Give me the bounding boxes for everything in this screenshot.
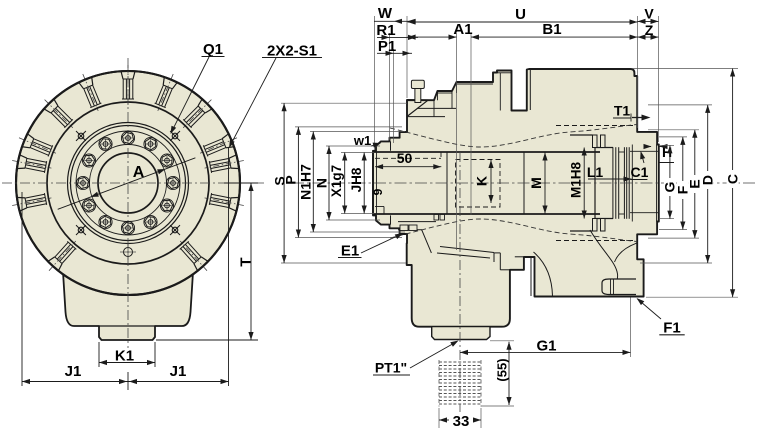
svg-text:K: K [474, 176, 490, 186]
svg-text:G: G [662, 181, 678, 192]
svg-text:Q1: Q1 [203, 41, 223, 58]
svg-text:W: W [378, 5, 393, 22]
svg-text:M: M [528, 177, 544, 189]
svg-text:50: 50 [397, 150, 413, 166]
svg-text:w1: w1 [353, 133, 371, 148]
svg-text:JH8: JH8 [349, 167, 364, 192]
svg-text:C1: C1 [631, 164, 649, 180]
svg-text:D: D [700, 175, 716, 185]
svg-text:F: F [675, 185, 691, 194]
svg-text:T1: T1 [614, 103, 631, 119]
svg-text:F1: F1 [663, 320, 681, 337]
svg-text:Z: Z [645, 22, 654, 38]
svg-text:B1: B1 [542, 21, 561, 38]
svg-text:J1: J1 [65, 363, 82, 380]
svg-text:C: C [725, 174, 741, 184]
svg-text:G1: G1 [536, 338, 556, 355]
svg-text:R1: R1 [376, 22, 395, 39]
svg-text:2X2-S1: 2X2-S1 [267, 43, 317, 60]
svg-text:9: 9 [371, 188, 385, 195]
svg-text:T: T [238, 257, 255, 266]
svg-text:E: E [687, 179, 703, 188]
svg-text:N: N [314, 178, 330, 188]
svg-text:E1: E1 [341, 243, 359, 260]
svg-text:N1H7: N1H7 [298, 164, 314, 200]
svg-text:V: V [644, 6, 654, 22]
svg-text:PT1": PT1" [375, 360, 407, 376]
svg-text:H: H [662, 144, 672, 160]
svg-text:P1: P1 [378, 38, 396, 55]
svg-text:L1: L1 [587, 164, 604, 180]
svg-text:A: A [133, 164, 145, 181]
svg-text:A1: A1 [453, 21, 472, 38]
svg-text:P: P [283, 175, 299, 184]
svg-text:(55): (55) [495, 358, 510, 381]
svg-text:J1: J1 [170, 363, 187, 380]
svg-text:U: U [515, 6, 526, 23]
svg-text:33: 33 [453, 413, 470, 430]
svg-text:S: S [272, 176, 288, 185]
svg-text:M1H8: M1H8 [569, 162, 584, 199]
svg-text:K1: K1 [115, 348, 134, 365]
svg-text:X1g7: X1g7 [329, 165, 344, 197]
